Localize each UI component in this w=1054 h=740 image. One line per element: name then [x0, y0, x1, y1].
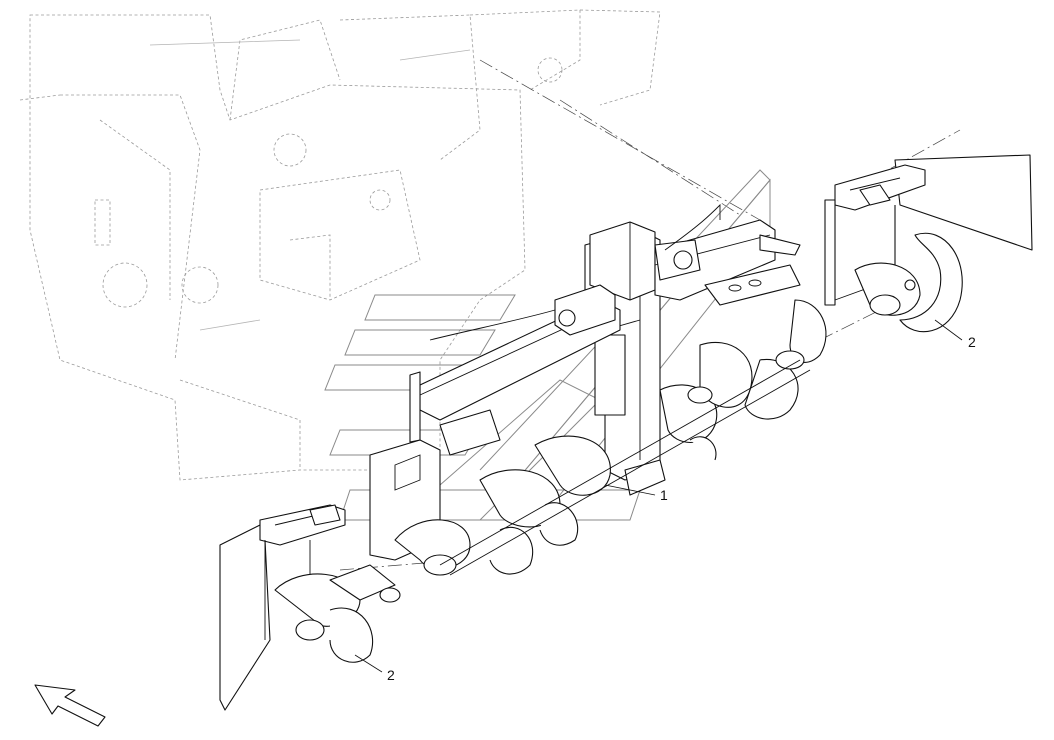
callout-2-right: 2	[968, 334, 976, 350]
ghost-machine-frame	[19, 9, 661, 481]
callout-2-left: 2	[387, 667, 395, 683]
main-beam-assembly	[369, 203, 801, 561]
leader-line-2-right	[934, 319, 963, 341]
auger-disc-series	[394, 299, 827, 576]
leader-lines	[354, 319, 963, 673]
orientation-arrow-icon	[34, 684, 106, 727]
leader-line-2-left	[354, 654, 383, 673]
left-side-shield	[219, 504, 401, 711]
callout-1: 1	[660, 487, 668, 503]
leader-line-1	[604, 484, 656, 496]
right-side-shield	[824, 154, 1033, 333]
